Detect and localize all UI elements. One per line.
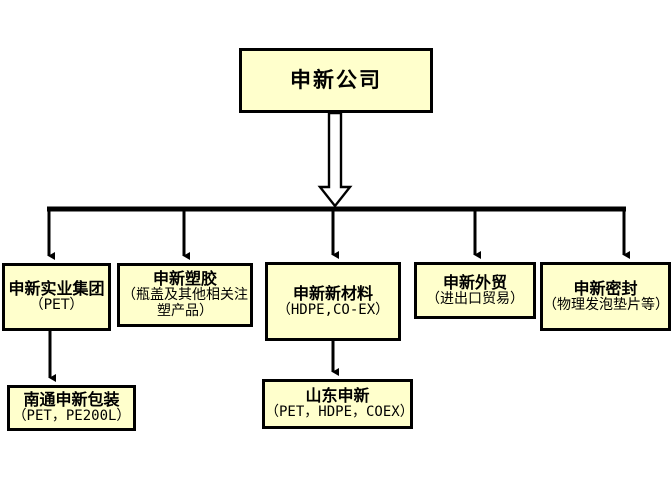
node-subtitle: （进出口贸易） — [426, 290, 524, 307]
node-subtitle: （瓶盖及其他相关注塑产品） — [122, 287, 248, 319]
node-title: 申新塑胶 — [152, 269, 217, 289]
node-title: 南通申新包装 — [23, 390, 120, 410]
node-shixin-sealing[interactable]: 申新密封 （物理发泡垫片等） — [540, 262, 671, 331]
node-shixin-industrial-group[interactable]: 申新实业集团 （PET） — [2, 263, 111, 331]
node-shixin-foreign-trade[interactable]: 申新外贸 （进出口贸易） — [414, 262, 536, 319]
node-shixin-new-materials[interactable]: 申新新材料 （HDPE,CO-EX） — [265, 262, 401, 341]
node-title: 申新密封 — [573, 278, 638, 298]
node-title: 山东申新 — [305, 386, 370, 406]
node-subtitle: （物理发泡垫片等） — [543, 296, 669, 313]
root-hollow-arrow — [317, 111, 353, 208]
node-title: 申新新材料 — [292, 283, 373, 303]
node-root[interactable]: 申新公司 — [239, 48, 433, 113]
node-title: 申新实业集团 — [8, 279, 105, 299]
node-nantong-shixin-packaging[interactable]: 南通申新包装 （PET，PE200L） — [7, 385, 136, 431]
node-shandong-shixin[interactable]: 山东申新 （PET，HDPE，COEX） — [262, 379, 414, 429]
node-subtitle: （PET，HDPE，COEX） — [265, 404, 414, 421]
node-root-title: 申新公司 — [290, 67, 382, 92]
node-subtitle: （PET，PE200L） — [12, 408, 131, 425]
node-subtitle: （PET） — [29, 297, 84, 314]
node-title: 申新外贸 — [442, 272, 507, 292]
node-shixin-plastics[interactable]: 申新塑胶 （瓶盖及其他相关注塑产品） — [117, 263, 253, 327]
node-subtitle: （HDPE,CO-EX） — [276, 301, 390, 318]
